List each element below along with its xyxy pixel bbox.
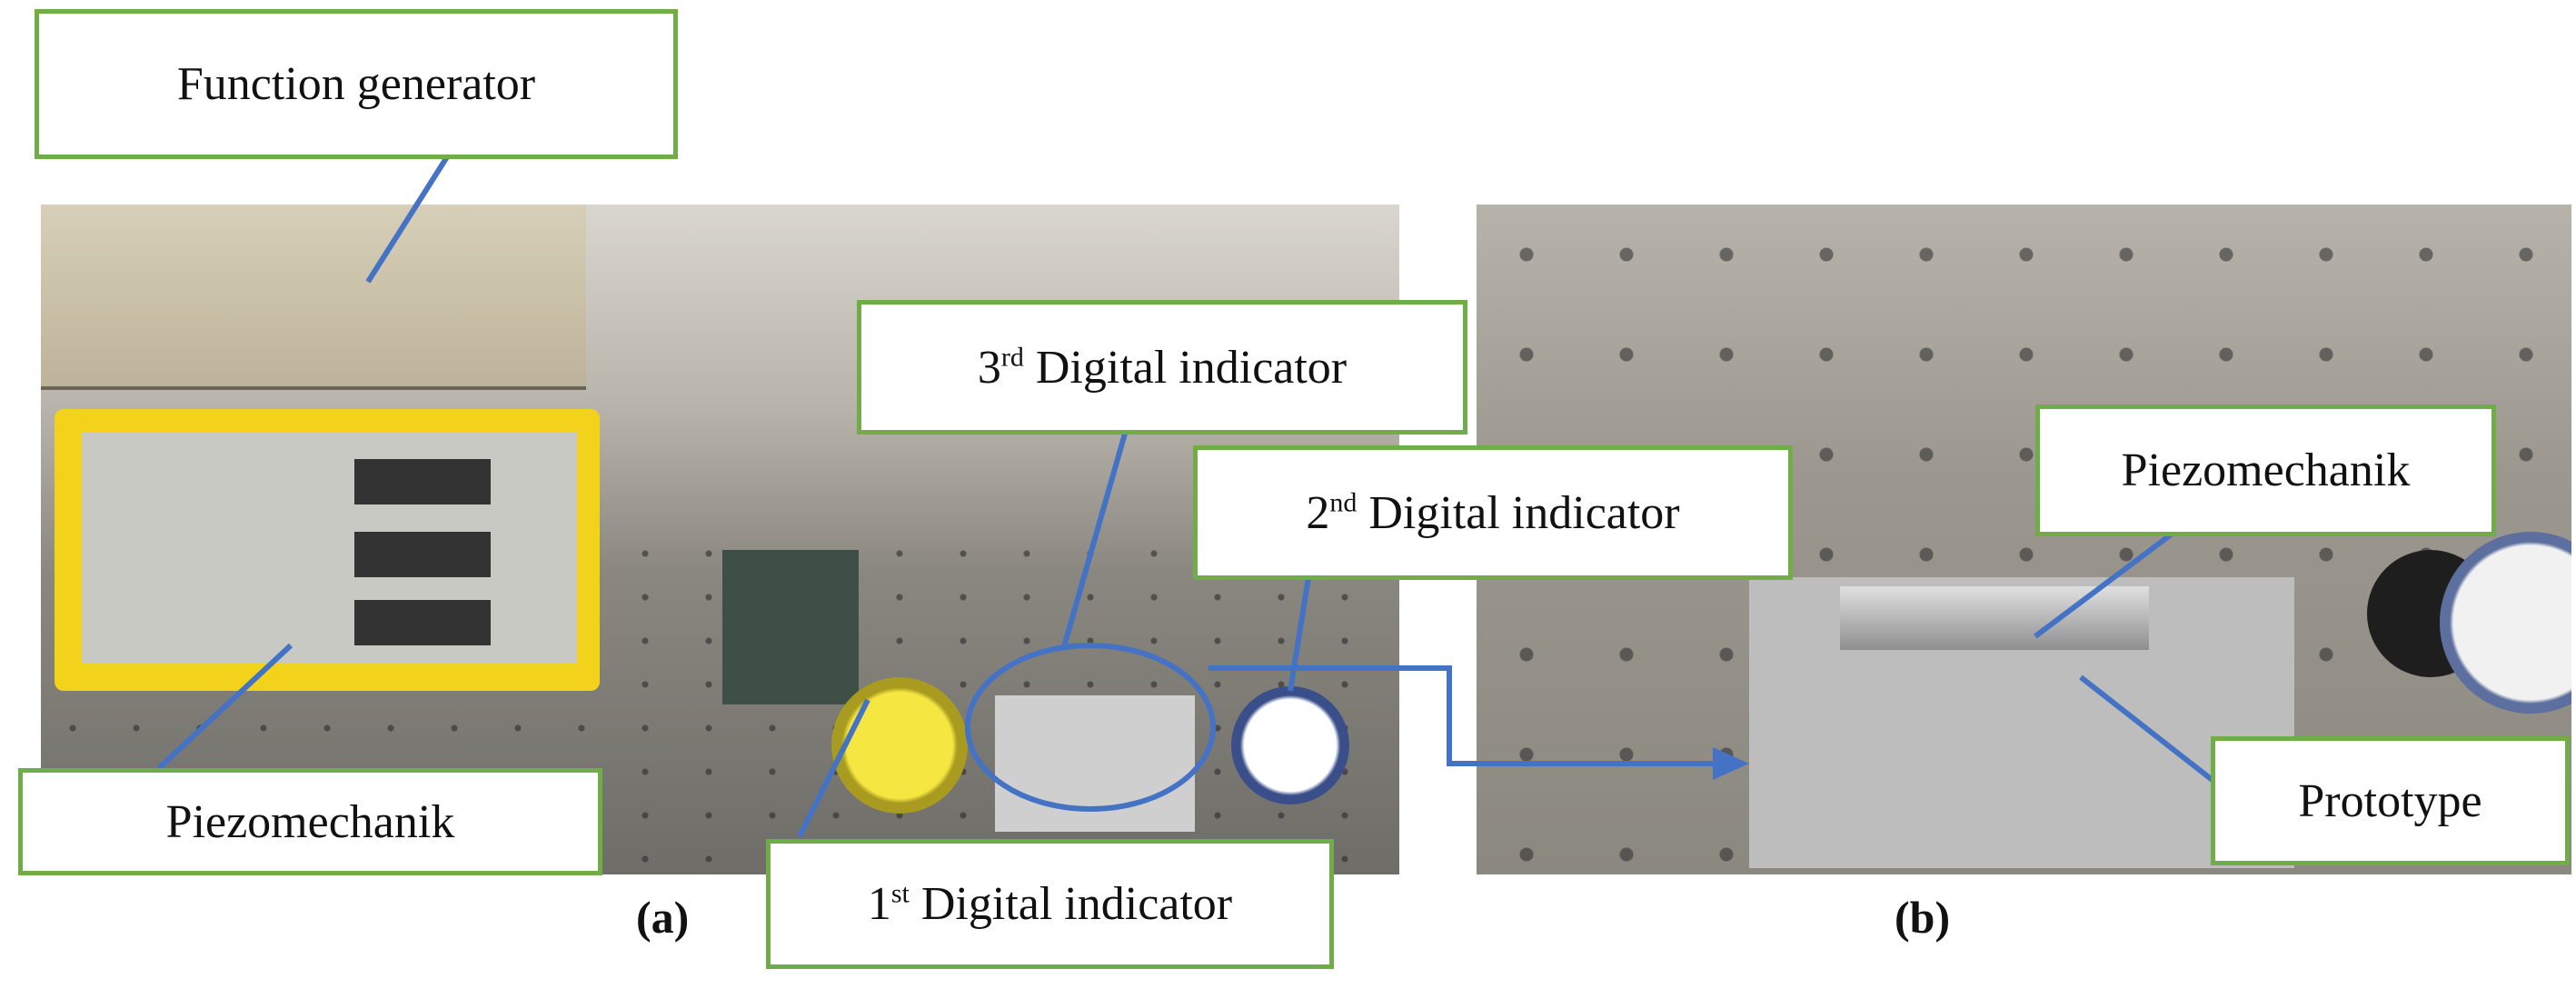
pointer-1st-indicator [797, 698, 870, 838]
function-generator-device [41, 205, 586, 390]
magnetic-base [722, 550, 859, 704]
highlight-ellipse [965, 643, 1216, 812]
caption-a: (a) [636, 892, 690, 943]
pointer-function-generator [365, 144, 457, 284]
pointer-piezomechanik-a [156, 643, 293, 771]
label-function-generator: Function generator [35, 9, 678, 159]
label-piezomechanik-b: Piezomechanik [2035, 405, 2496, 536]
gauge-2 [1231, 686, 1349, 804]
label-2nd-digital-indicator: 2nd Digital indicator [1193, 445, 1793, 580]
connector-arrow [1208, 665, 1713, 766]
label-3rd-digital-indicator: 3rd Digital indicator [857, 300, 1467, 435]
arrow-head [1713, 747, 1749, 780]
pointer-piezomechanik-b [2034, 524, 2183, 639]
label-1st-digital-indicator: 1st Digital indicator [766, 839, 1334, 969]
piezo-amplifier-device [55, 409, 600, 691]
label-piezomechanik-a: Piezomechanik [18, 768, 602, 875]
caption-b: (b) [1895, 892, 1951, 943]
dial-gauge [831, 677, 968, 814]
pointer-3rd-indicator [1060, 426, 1129, 651]
piezo-actuator [1840, 586, 2149, 650]
label-prototype: Prototype [2211, 736, 2570, 865]
pointer-2nd-indicator [1288, 576, 1311, 692]
pointer-prototype [2079, 674, 2228, 794]
